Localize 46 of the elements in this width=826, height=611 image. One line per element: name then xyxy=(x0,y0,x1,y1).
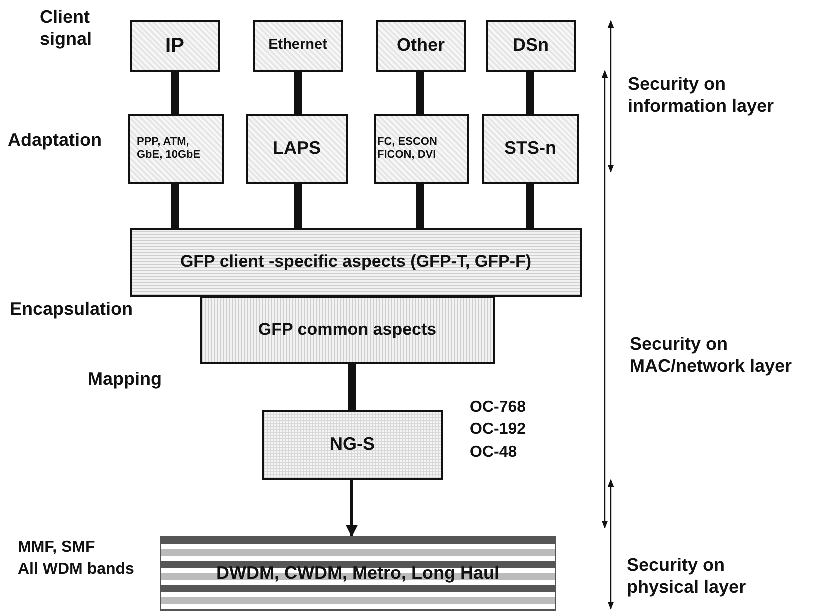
process-box xyxy=(200,296,495,364)
box-label: Other xyxy=(396,35,445,57)
arrow xyxy=(346,480,358,538)
connector-line xyxy=(526,72,534,114)
side-note: OC-768 xyxy=(470,398,526,418)
process-box xyxy=(130,20,220,72)
connector-line xyxy=(416,72,424,114)
layer-band xyxy=(160,536,556,611)
connector-line xyxy=(294,72,302,114)
box-label: Ethernet xyxy=(268,37,328,55)
process-box xyxy=(246,114,348,184)
box-label: STS-n xyxy=(504,138,556,160)
connector-line xyxy=(416,184,424,228)
box-label: GFP client -specific aspects (GFP-T, GFP-F) xyxy=(180,252,532,273)
box-label: GFP common aspects xyxy=(258,320,437,340)
box-label: PPP, ATM, GbE, 10GbE xyxy=(137,136,202,162)
connector-line xyxy=(171,72,179,114)
process-box xyxy=(374,114,469,184)
side-note: OC-48 xyxy=(470,443,518,462)
side-note: OC-192 xyxy=(470,420,526,440)
connector-line xyxy=(294,184,302,228)
text-label: Client signal xyxy=(40,7,94,50)
process-box xyxy=(262,410,443,480)
box-label: FC, ESCON FICON, DVI xyxy=(378,136,438,162)
process-box xyxy=(376,20,466,72)
text-label: Mapping xyxy=(88,369,162,391)
text-label: Security on information layer xyxy=(628,74,776,118)
text-label: Security on physical layer xyxy=(627,555,748,598)
side-note: MMF, SMF xyxy=(18,538,96,558)
connector-line xyxy=(348,364,356,410)
text-label: Adaptation xyxy=(8,130,102,152)
process-box xyxy=(253,20,343,72)
text-label: Security on MAC/network layer xyxy=(630,334,794,378)
process-box xyxy=(128,114,224,184)
connector-line xyxy=(171,184,179,228)
box-label: DWDM, CWDM, Metro, Long Haul xyxy=(216,562,500,584)
connector-line xyxy=(526,184,534,228)
side-note: All WDM bands xyxy=(18,560,134,580)
process-box xyxy=(486,20,576,72)
text-label: Encapsulation xyxy=(10,299,134,321)
process-box xyxy=(482,114,579,184)
process-box xyxy=(130,228,582,297)
box-label: NG-S xyxy=(330,434,375,456)
box-label: IP xyxy=(166,34,184,58)
box-label: DSn xyxy=(513,35,549,57)
box-label: LAPS xyxy=(272,138,321,160)
